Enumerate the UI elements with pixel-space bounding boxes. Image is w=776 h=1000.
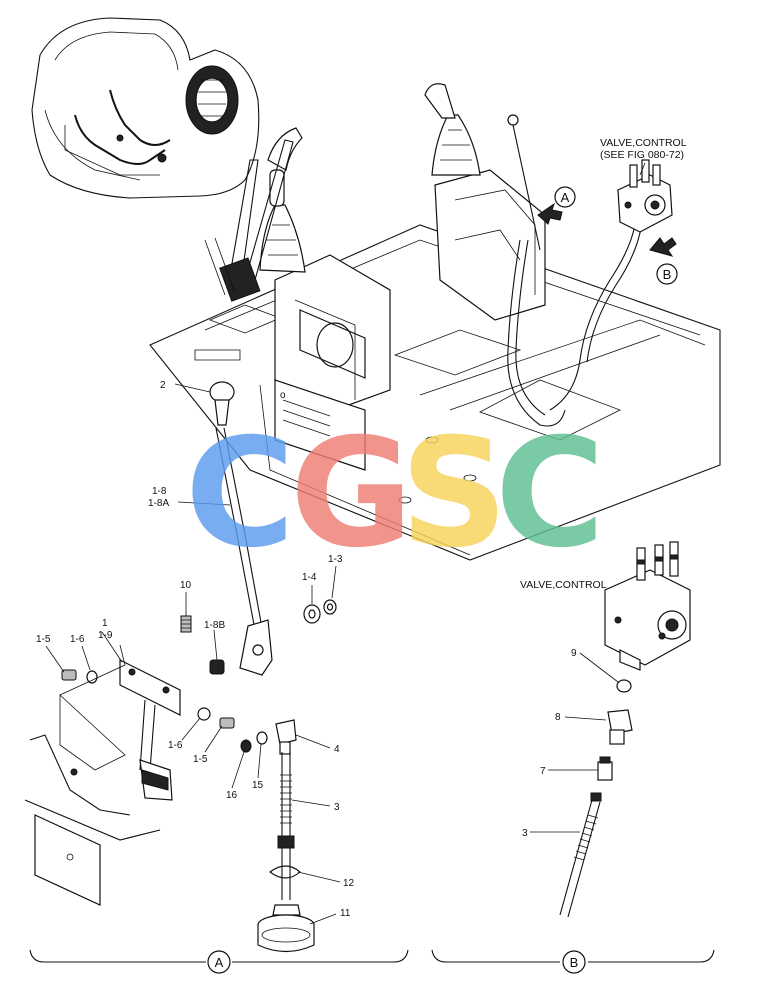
watermark-letter-g: G	[290, 407, 413, 581]
part-label-1-4: 1-4	[302, 572, 317, 583]
view-a-callout-circle	[554, 186, 576, 208]
part-label-1-5-lower: 1-5	[193, 754, 208, 765]
part-label-12: 12	[343, 878, 355, 889]
part-label-1: 1	[102, 618, 108, 629]
section-b-label: B	[570, 955, 579, 970]
part-label-1-3: 1-3	[328, 554, 343, 565]
part-label-10: 10	[180, 580, 192, 591]
console-assembly: o	[149, 83, 721, 561]
watermark-letter-c2: C	[495, 407, 605, 581]
part-label-1-8a: 1-8A	[148, 498, 169, 509]
part-label-1-8: 1-8	[152, 486, 167, 497]
part-label-2: 2	[160, 380, 166, 391]
view-a-callout: A	[561, 190, 570, 205]
part-label-1-6-left: 1-6	[70, 634, 85, 645]
part-label-15: 15	[252, 780, 264, 791]
control-valve-b	[559, 541, 691, 918]
lever-assembly	[24, 381, 337, 953]
view-b-callout: B	[663, 267, 672, 282]
valve-top-title: VALVE,CONTROL	[600, 137, 687, 149]
section-b-circle	[562, 950, 586, 974]
part-label-4: 4	[334, 744, 340, 755]
part-label-1-9: 1-9	[98, 630, 113, 641]
part-label-11: 11	[340, 908, 351, 919]
part-label-16: 16	[226, 790, 238, 801]
part-label-8: 8	[555, 712, 561, 723]
part-label-1-5-left: 1-5	[36, 634, 51, 645]
section-a-label: A	[215, 955, 224, 970]
part-label-7: 7	[540, 766, 546, 777]
part-label-1-6-lower: 1-6	[168, 740, 183, 751]
section-a-circle	[207, 950, 231, 974]
view-b-callout-circle	[656, 263, 678, 285]
section-brackets	[29, 949, 715, 963]
leader-lines	[45, 162, 646, 925]
valve-b-title: VALVE,CONTROL	[520, 579, 607, 591]
valve-top-subtitle: (SEE FIG 080-72)	[600, 149, 684, 161]
part-label-3-b: 3	[522, 828, 528, 839]
svg-text:o: o	[280, 390, 286, 401]
part-label-1-8b: 1-8B	[204, 620, 225, 631]
watermark-cgsc: C G S C	[185, 407, 605, 581]
watermark-letter-c1: C	[185, 407, 295, 581]
control-valve-top	[617, 159, 677, 257]
watermark-letter-s: S	[400, 407, 508, 581]
part-label-9: 9	[571, 648, 577, 659]
part-label-3-a: 3	[334, 802, 340, 813]
machine-overview-inset	[31, 17, 260, 199]
